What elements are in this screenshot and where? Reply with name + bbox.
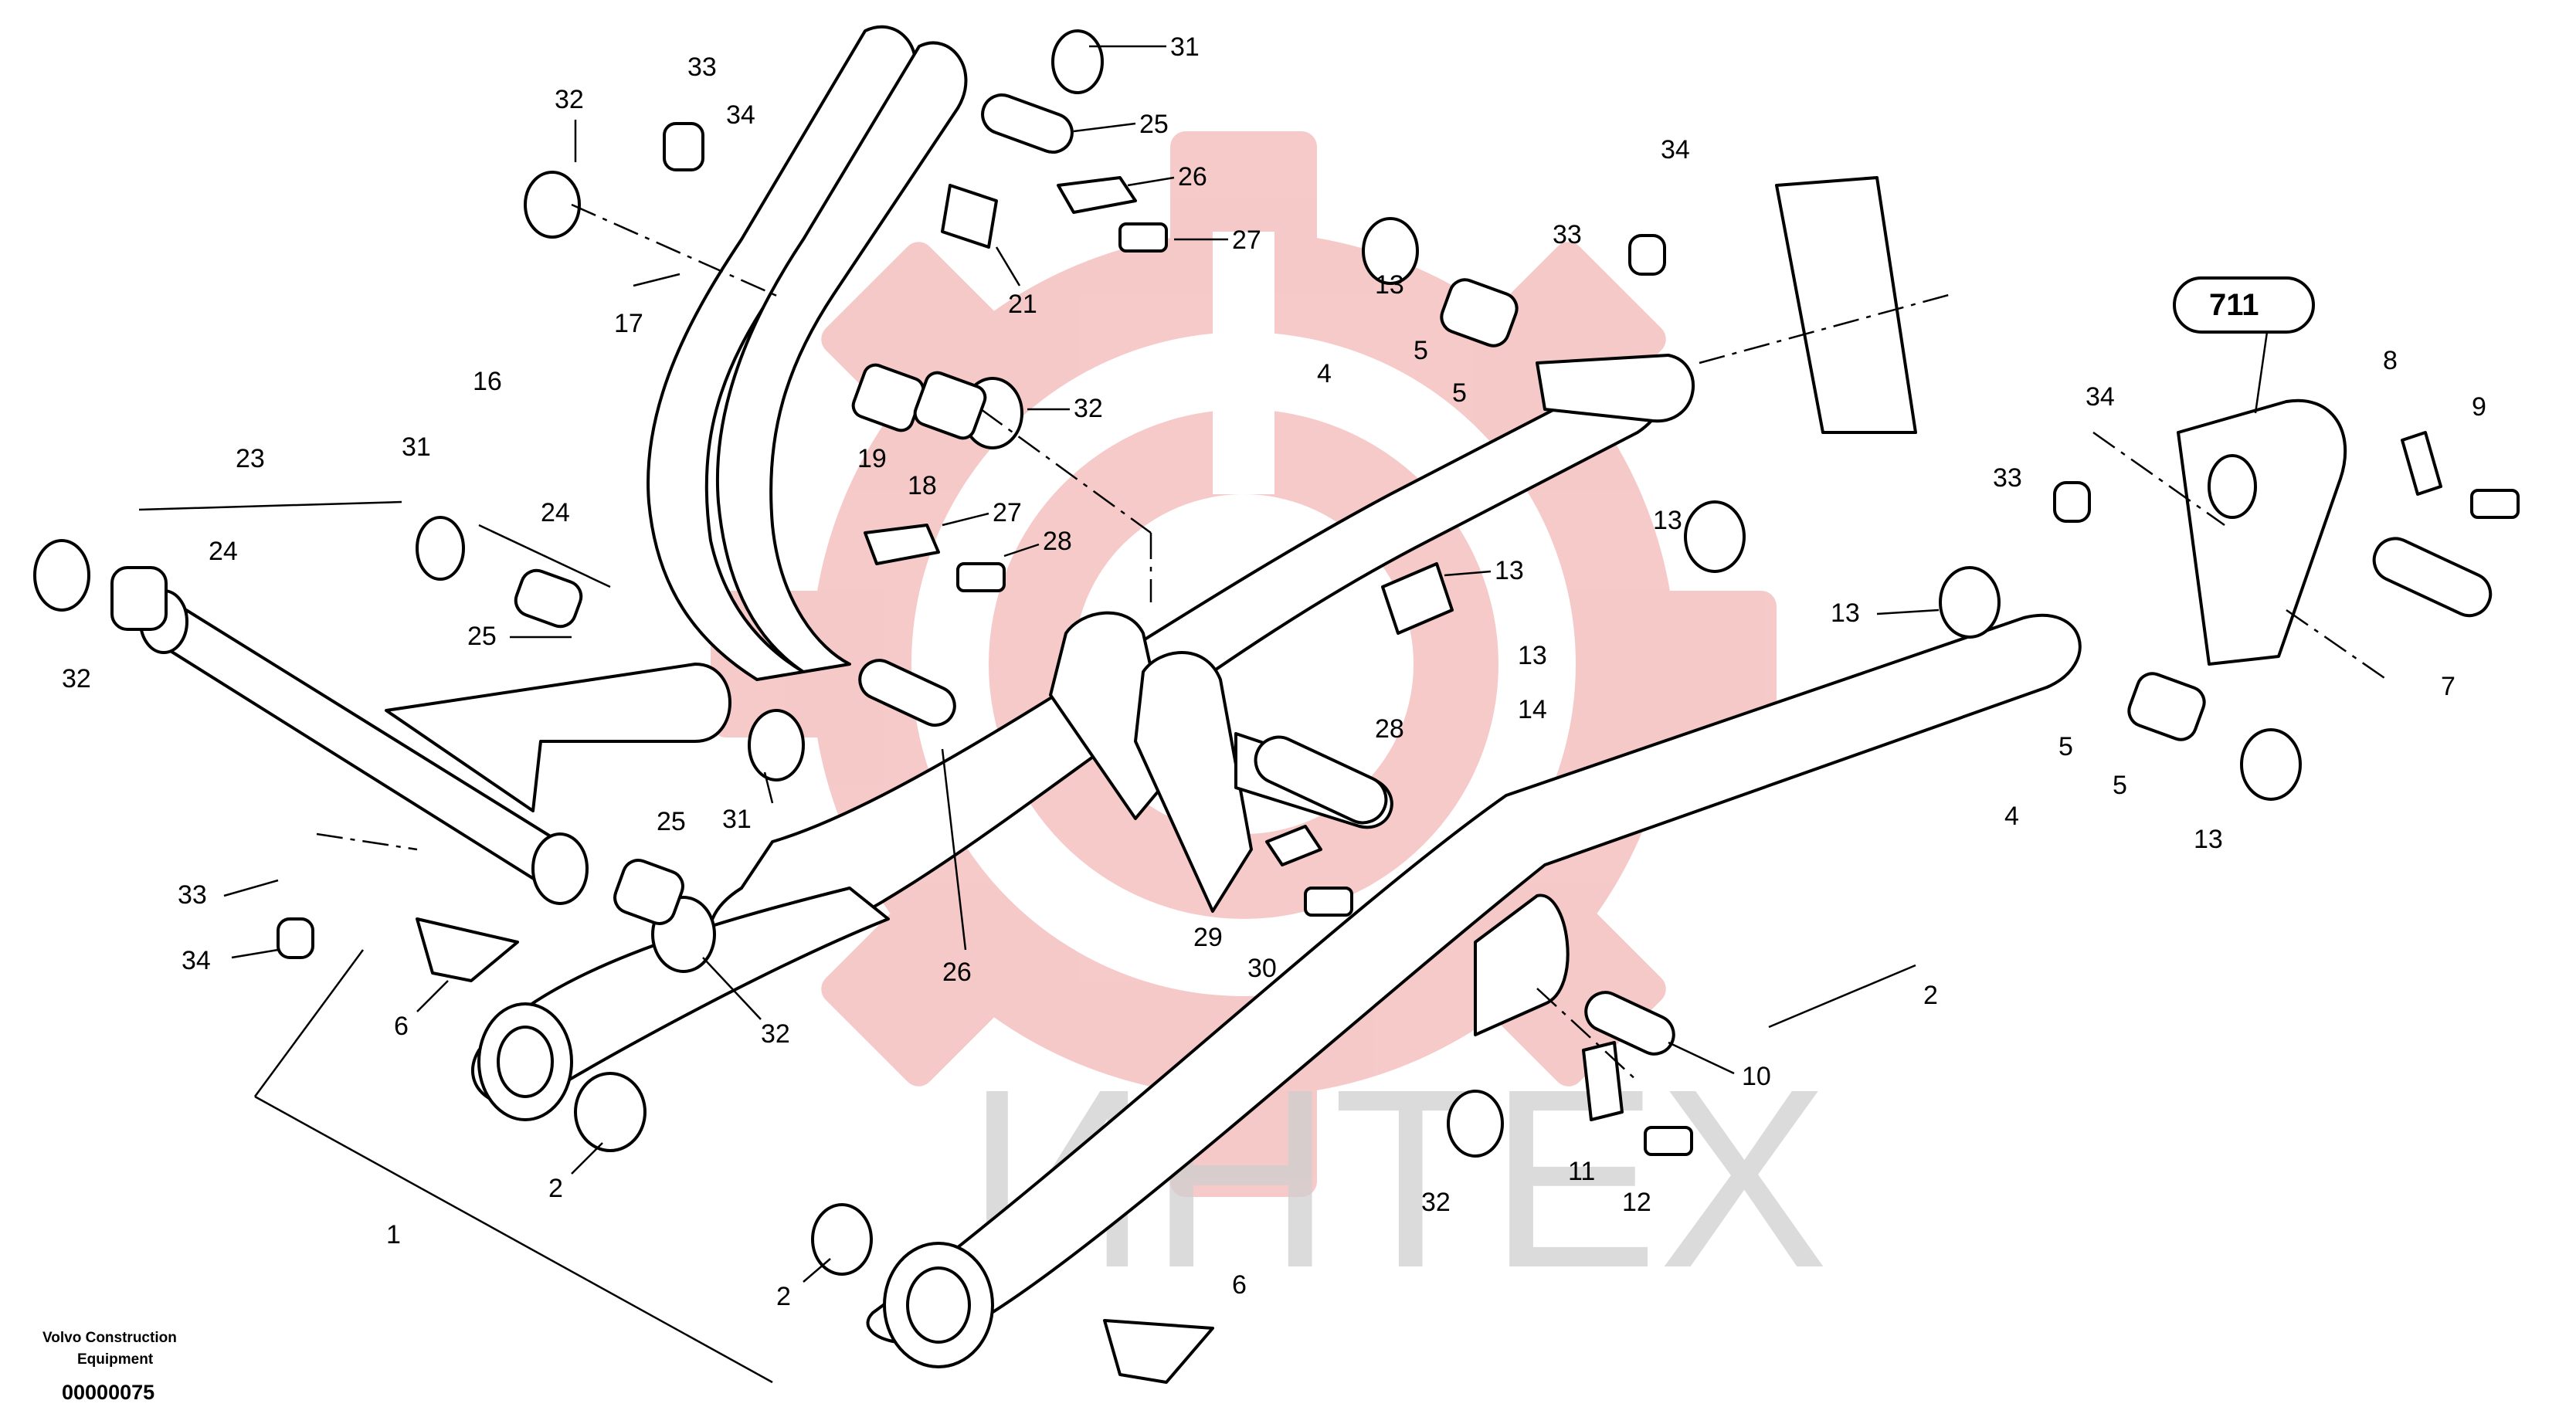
callout-15: 13 (1518, 641, 1547, 670)
callout-31-left: 31 (402, 432, 431, 462)
callout-6-bottom: 6 (1232, 1270, 1247, 1300)
callout-23: 25 (467, 622, 497, 651)
callout-9: 9 (2472, 392, 2486, 422)
callout-12: 12 (1622, 1188, 1651, 1217)
callout-13-right: 13 (2194, 825, 2223, 854)
callout-10: 10 (1742, 1062, 1771, 1091)
callout-32-left: 32 (62, 664, 91, 693)
callout-28: 28 (1375, 714, 1404, 744)
callout-19: 19 (857, 444, 887, 473)
callout-17: 16 (473, 367, 502, 396)
callout-31-bottom: 32 (1421, 1188, 1451, 1217)
callout-27-mid: 28 (1043, 527, 1072, 556)
callout-11: 11 (1568, 1157, 1595, 1186)
callout-34-mid: 34 (1661, 135, 1690, 164)
figure-code: 00000075 (62, 1381, 154, 1404)
callout-26-top: 26 (1178, 162, 1207, 192)
callout-4-top: 4 (1317, 359, 1332, 388)
callout-2-left: 2 (548, 1174, 563, 1203)
callout-5-c: 5 (2058, 732, 2073, 761)
callout-24-left: 24 (209, 537, 238, 566)
callout-25-mid: 26 (942, 958, 972, 987)
callout-4-right: 4 (2004, 802, 2019, 831)
callout-13-mid: 13 (1653, 506, 1682, 535)
callout-22: 24 (541, 498, 570, 527)
callout-30: 30 (1247, 954, 1277, 983)
maker-line-2: Equipment (77, 1351, 154, 1368)
callouts: 31 25 26 27 21 33 34 32 17 16 19 18 32 2… (62, 32, 2486, 1384)
callout-13-left: 13 (1831, 598, 1860, 628)
callout-6-left: 6 (394, 1012, 409, 1041)
callout-31-mid: 31 (722, 805, 752, 834)
callout-33-mid: 33 (1553, 220, 1582, 249)
callout-33-left: 33 (178, 880, 207, 910)
callout-32-bottom: 32 (761, 1019, 790, 1049)
pins-and-washers (33, 29, 2520, 1384)
callout-27-top: 27 (1232, 225, 1261, 255)
callout-5-b: 5 (1452, 378, 1467, 408)
lift-arm-right (866, 613, 2082, 1368)
callout-34-top: 34 (726, 100, 755, 130)
callout-5-d: 5 (2113, 771, 2127, 800)
callout-18-mid: 18 (908, 471, 937, 500)
callout-33-top: 33 (687, 53, 717, 82)
callout-5-a: 5 (1414, 336, 1428, 365)
frame-mount-711 (1775, 176, 2347, 666)
callout-33-right: 33 (1993, 463, 2022, 493)
reference-box-711: 711 (2173, 276, 2315, 414)
callout-20: 21 (1008, 290, 1037, 319)
callout-32-mid: 32 (1074, 394, 1103, 423)
svg-text:711: 711 (2209, 288, 2259, 322)
center-lines (316, 203, 2388, 1082)
callout-24-mid: 25 (657, 807, 686, 836)
callout-13-top: 13 (1375, 270, 1404, 300)
callout-8: 8 (2383, 346, 2398, 375)
callout-14: 13 (1495, 556, 1524, 585)
callout-34-left: 34 (182, 946, 211, 975)
callout-34-right: 34 (2086, 382, 2115, 412)
maker-line-1: Volvo Construction (42, 1330, 177, 1346)
callout-21: 23 (236, 444, 265, 473)
callout-16: 14 (1518, 695, 1547, 724)
callout-7: 7 (2441, 672, 2456, 701)
callout-29: 29 (1193, 923, 1223, 952)
callout-2-right: 2 (1923, 981, 1938, 1010)
callout-2-bottom: 2 (776, 1282, 791, 1311)
cross-tube (139, 589, 731, 905)
callout-25-top: 25 (1139, 110, 1169, 139)
lower-link (471, 887, 890, 1152)
footer: Volvo Construction Equipment 00000075 (42, 1330, 177, 1404)
callout-26-mid: 27 (993, 498, 1022, 527)
callout-31-top: 31 (1170, 32, 1200, 62)
callout-32-top: 32 (555, 85, 584, 114)
callout-1: 1 (386, 1220, 401, 1249)
callout-18-left: 17 (614, 309, 643, 338)
